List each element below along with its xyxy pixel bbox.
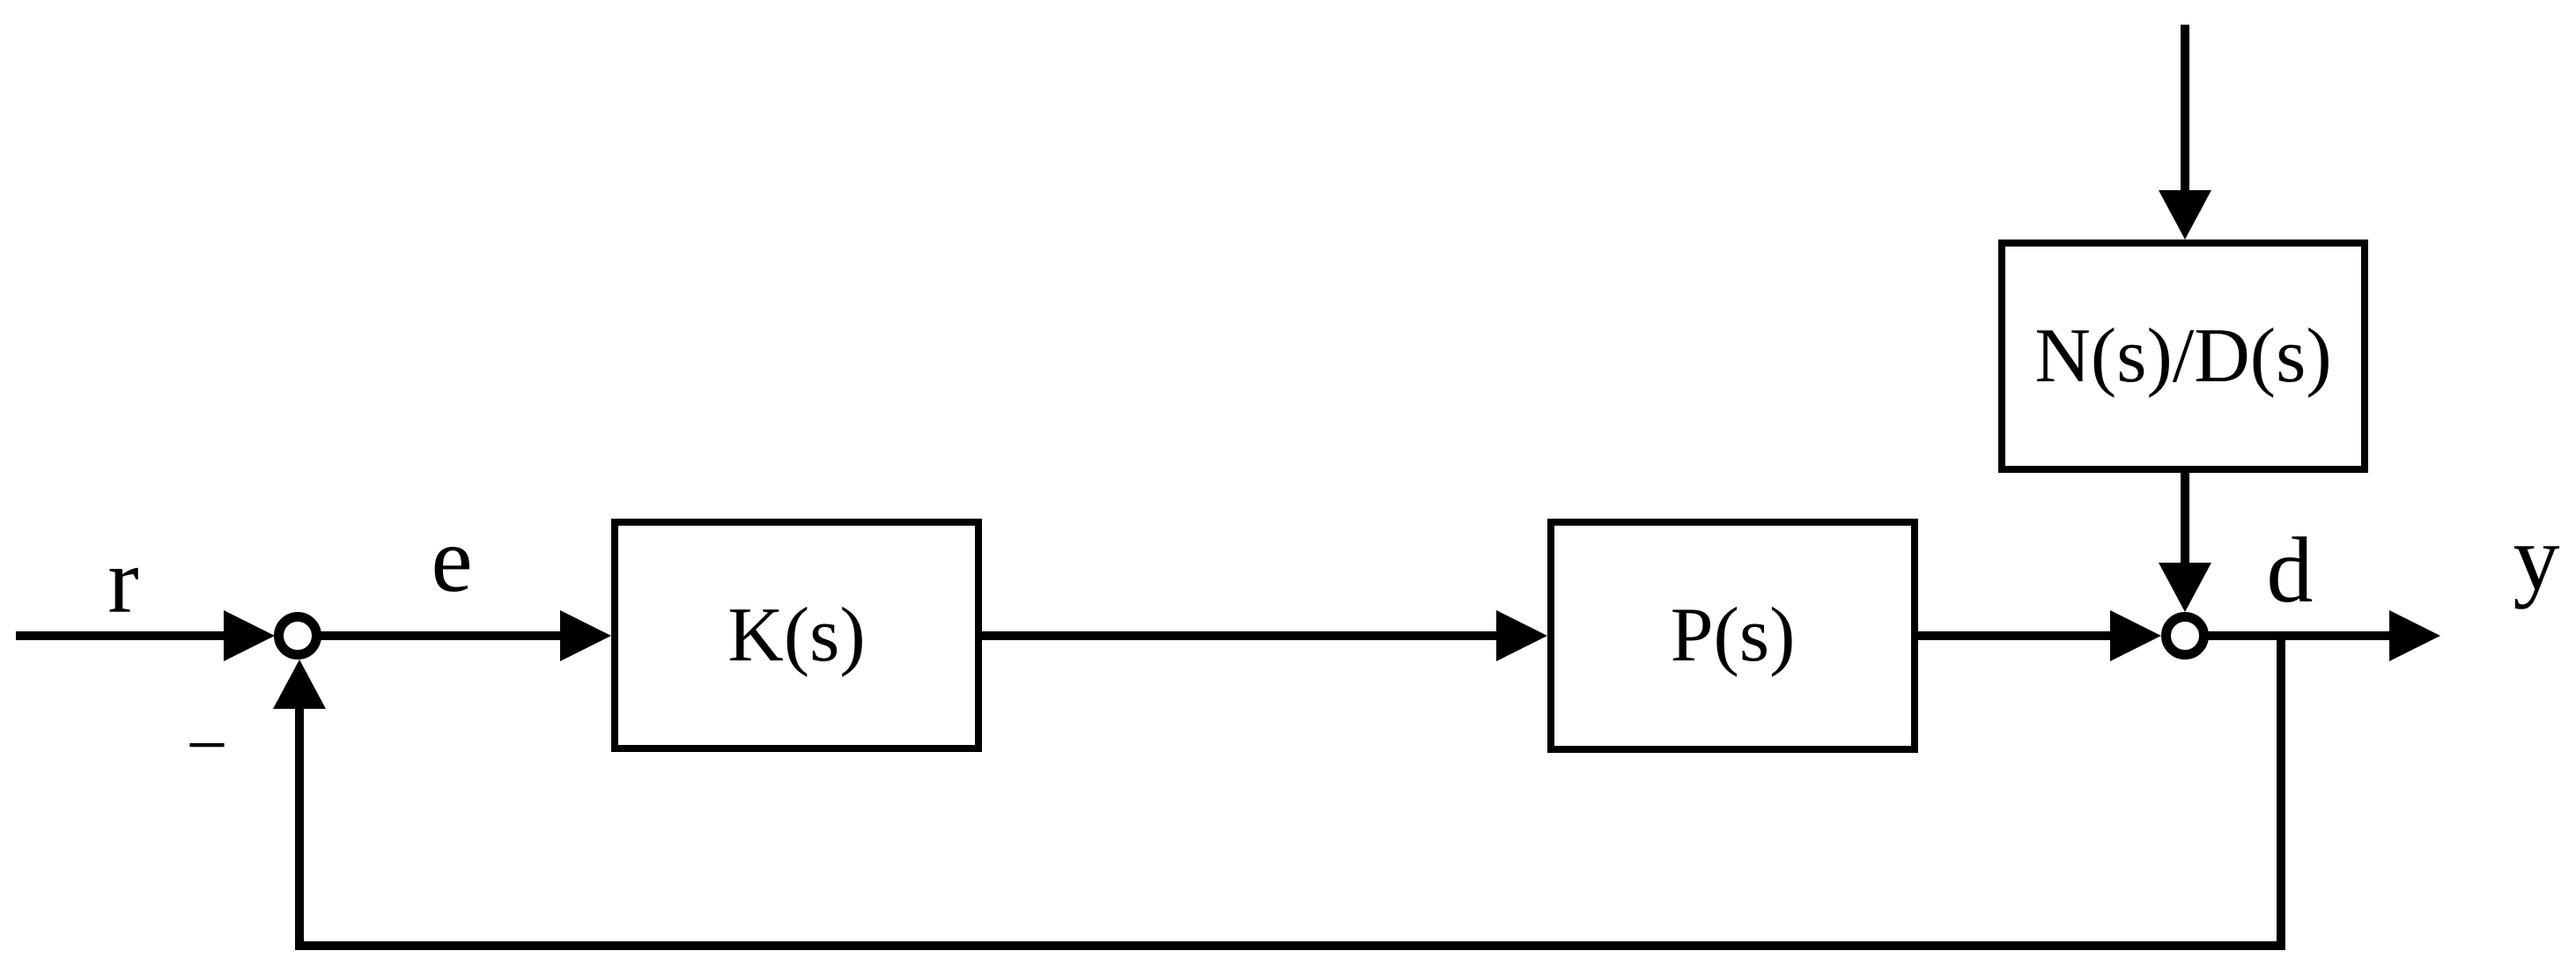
arrowhead-into-plant-icon xyxy=(1496,610,1547,661)
arrowhead-into-sum2-icon xyxy=(2110,610,2161,661)
block-controller: K(s) xyxy=(611,519,982,752)
arrowhead-disturbance-into-sum2-icon xyxy=(2159,563,2211,612)
filter-to-sum-line xyxy=(2181,473,2189,566)
feedback-drop-line xyxy=(2277,631,2285,950)
signal-label-r: r xyxy=(107,529,139,632)
feedback-bottom-line xyxy=(295,941,2285,950)
block-disturbance-filter: N(s)/D(s) xyxy=(1998,240,2368,473)
signal-label-d: d xyxy=(2266,519,2314,622)
summing-junction-2 xyxy=(2161,612,2209,660)
plant-label: P(s) xyxy=(1670,593,1796,678)
feedback-minus-sign: − xyxy=(186,704,228,786)
arrowhead-into-controller-icon xyxy=(560,610,611,661)
signal-label-e: e xyxy=(431,508,473,611)
controller-label: K(s) xyxy=(727,592,866,678)
feedback-rise-line xyxy=(295,704,304,950)
arrowhead-feedback-into-sum1-icon xyxy=(273,660,326,709)
error-signal-line xyxy=(317,631,564,640)
arrowhead-output-icon xyxy=(2389,610,2440,661)
arrowhead-into-sum1-icon xyxy=(224,610,275,661)
controller-to-plant-line xyxy=(982,631,1500,640)
plant-to-sum-line xyxy=(1918,631,2114,640)
disturbance-input-line xyxy=(2181,25,2189,194)
disturbance-filter-label: N(s)/D(s) xyxy=(2034,313,2332,399)
arrowhead-into-filter-icon xyxy=(2159,190,2211,240)
reference-input-line xyxy=(16,631,227,640)
block-plant: P(s) xyxy=(1547,519,1918,753)
summing-junction-1 xyxy=(274,612,321,660)
signal-label-y: y xyxy=(2513,506,2560,609)
output-line xyxy=(2207,631,2393,640)
